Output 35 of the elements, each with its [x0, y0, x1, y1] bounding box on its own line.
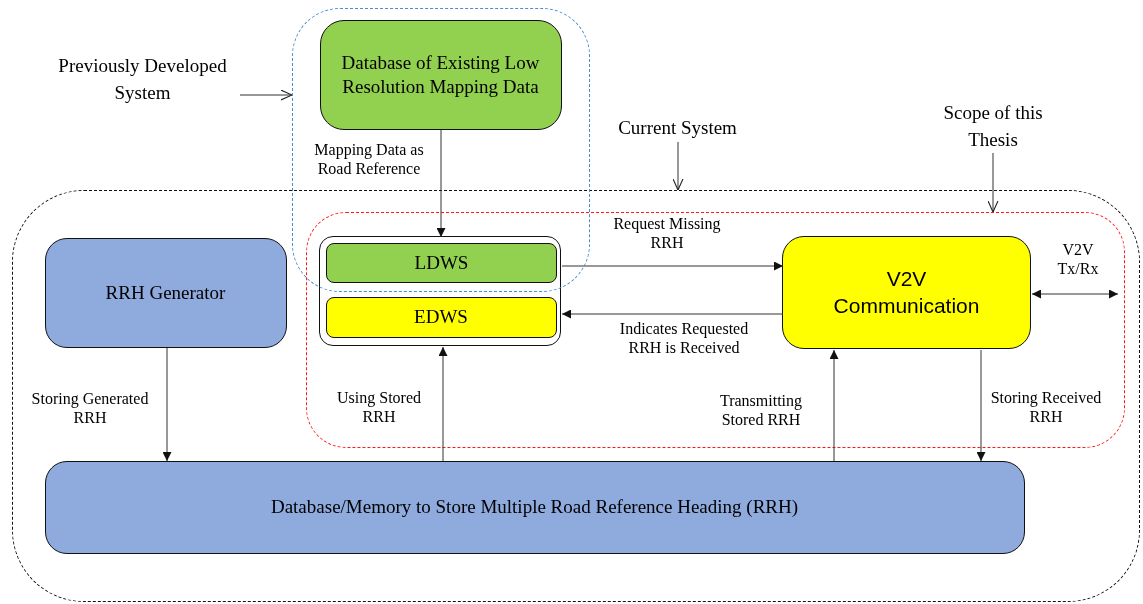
node-text: EDWS [413, 305, 469, 329]
arrow [829, 349, 839, 462]
process-box [325, 296, 557, 338]
node-text: LDWS [413, 251, 470, 275]
process-box [44, 237, 287, 348]
node-text: RRH Generator [104, 280, 227, 305]
arrow [561, 309, 784, 319]
edge-label: Storing Received RRH [990, 387, 1102, 427]
process-box [319, 19, 562, 130]
edge-label: Storing Generated RRH [30, 388, 150, 428]
edge-label: Indicates Requested RRH is Received [618, 318, 750, 358]
arrow [976, 349, 986, 462]
edge-label: Transmitting Stored RRH [718, 390, 804, 430]
arrow [438, 346, 448, 462]
leader-arrow [987, 152, 999, 213]
node-text: V2V Communication [832, 266, 981, 319]
dashed-region [12, 190, 1140, 602]
node-text: Database of Existing Low Resolution Mapping Data [340, 50, 541, 99]
annotation-text: Scope of this Thesis [922, 101, 1064, 153]
edge-label: V2V Tx/Rx [1056, 239, 1100, 279]
leader-arrow [239, 89, 293, 101]
arrow [162, 347, 172, 462]
arrow [436, 129, 446, 238]
edge-label: Using Stored RRH [336, 387, 422, 427]
process-box [326, 243, 557, 283]
process-box [44, 460, 1025, 554]
process-box [782, 236, 1031, 349]
annotation-text: Previously Developed System [45, 55, 240, 105]
edge-label: Request Missing RRH [612, 213, 722, 253]
node-text: Database/Memory to Store Multiple Road Reference Heading (RRH) [269, 495, 800, 519]
leader-arrow [672, 141, 684, 191]
edge-label: Mapping Data as Road Reference [313, 139, 425, 179]
annotation-text: Current System [595, 114, 760, 142]
arrow [561, 261, 784, 271]
arrow [1031, 289, 1119, 299]
